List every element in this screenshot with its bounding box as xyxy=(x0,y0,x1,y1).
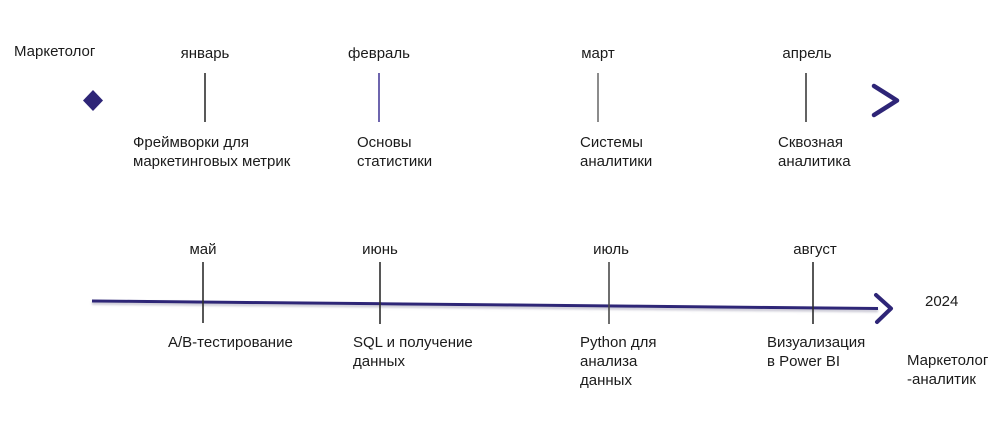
topic-label-april: Сквозная аналитика xyxy=(778,134,851,170)
timeline-bottom-arrow xyxy=(91,262,893,324)
month-label-january: январь xyxy=(180,45,230,62)
topic-label-february: Основы статистики xyxy=(357,134,433,170)
timeline-top-start-diamond-icon xyxy=(83,90,103,111)
month-label-august: август xyxy=(793,241,837,258)
topic-label-july: Python для анализа данных xyxy=(580,334,657,389)
topic-label-january: Фреймворки для маркетинговых метрик xyxy=(133,134,291,170)
topic-label-june: SQL и получение данных xyxy=(353,334,473,370)
timeline-bottom-arrowhead-icon xyxy=(874,293,893,324)
topic-label-march: Системы аналитики xyxy=(580,134,653,170)
month-label-may: май xyxy=(189,241,217,258)
month-label-june: июнь xyxy=(362,241,398,258)
start-role-label: Маркетолог xyxy=(14,43,96,60)
topic-label-august: Визуализация в Power BI xyxy=(767,334,866,370)
year-label: 2024 xyxy=(925,293,959,310)
topic-label-may: A/B-тестирование xyxy=(168,334,293,351)
timeline-top-arrow xyxy=(83,73,900,122)
month-label-april: апрель xyxy=(782,45,832,62)
end-role-label: Маркетолог -аналитик xyxy=(907,352,989,388)
month-label-july: июль xyxy=(593,241,629,258)
month-label-february: февраль xyxy=(348,45,410,62)
timeline-bottom-line xyxy=(91,299,879,310)
month-label-march: март xyxy=(581,45,615,62)
timeline-top-arrowhead-icon xyxy=(871,83,900,118)
